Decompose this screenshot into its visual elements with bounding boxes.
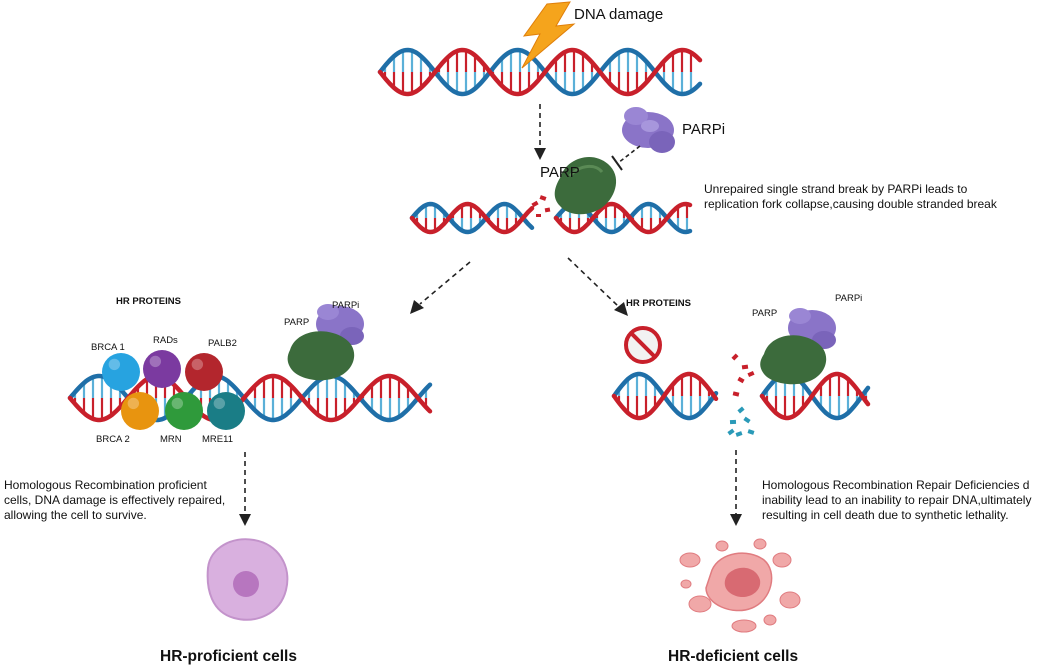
dna-helix-top	[377, 47, 703, 97]
protein-label-palb2: PALB2	[208, 338, 237, 349]
parp-protein-right	[760, 335, 827, 385]
protein-sphere	[102, 353, 140, 391]
protein-label-brca2: BRCA 2	[96, 434, 130, 445]
protein-sphere	[185, 353, 223, 391]
dna-damage-label: DNA damage	[574, 6, 664, 23]
parp-label-left: PARP	[284, 317, 310, 328]
inhibition-icon	[611, 145, 641, 171]
hr-protein-complex	[102, 350, 245, 430]
strand-break-top	[531, 195, 551, 217]
arrow-down-icon	[244, 104, 737, 516]
protein-label-mre11: MRE11	[202, 434, 233, 445]
proficient-note: Homologous Recombination proficient cell…	[4, 478, 226, 522]
parp-protein-top	[554, 156, 617, 215]
protein-sphere	[207, 392, 245, 430]
break-explanation: Unrepaired single strand break by PARPi …	[704, 182, 997, 211]
healthy-cell	[206, 538, 289, 621]
parpi-label-top: PARPi	[682, 121, 726, 138]
protein-sphere	[121, 392, 159, 430]
parpi-label-right: PARPi	[835, 293, 863, 304]
dna-helix-deficient-left	[611, 371, 719, 421]
deficient-note: Homologous Recombination Repair Deficien…	[762, 478, 1032, 522]
dna-helix-broken-left	[409, 201, 535, 235]
hr-proteins-header-left: HR PROTEINS	[116, 296, 181, 307]
parp-protein-left	[287, 331, 355, 381]
hr-proteins-header-right: HR PROTEINS	[626, 298, 691, 309]
parp-label-top: PARP	[540, 164, 580, 181]
protein-label-rads: RADs	[153, 335, 178, 346]
protein-label-mrn: MRN	[160, 434, 182, 445]
lightning-bolt-icon	[521, 1, 576, 69]
parpi-label-left: PARPi	[332, 300, 360, 311]
prohibited-icon	[624, 326, 662, 364]
protein-sphere	[143, 350, 181, 388]
strand-break-fragments	[727, 353, 755, 437]
hr-deficient-caption: HR-deficient cells	[668, 648, 799, 665]
protein-sphere	[165, 392, 203, 430]
protein-label-brca1: BRCA 1	[91, 342, 125, 353]
dying-cell	[679, 538, 801, 633]
parpi-molecule-top	[622, 107, 675, 153]
parp-label-right: PARP	[752, 308, 778, 319]
hr-proficient-caption: HR-proficient cells	[160, 648, 297, 665]
